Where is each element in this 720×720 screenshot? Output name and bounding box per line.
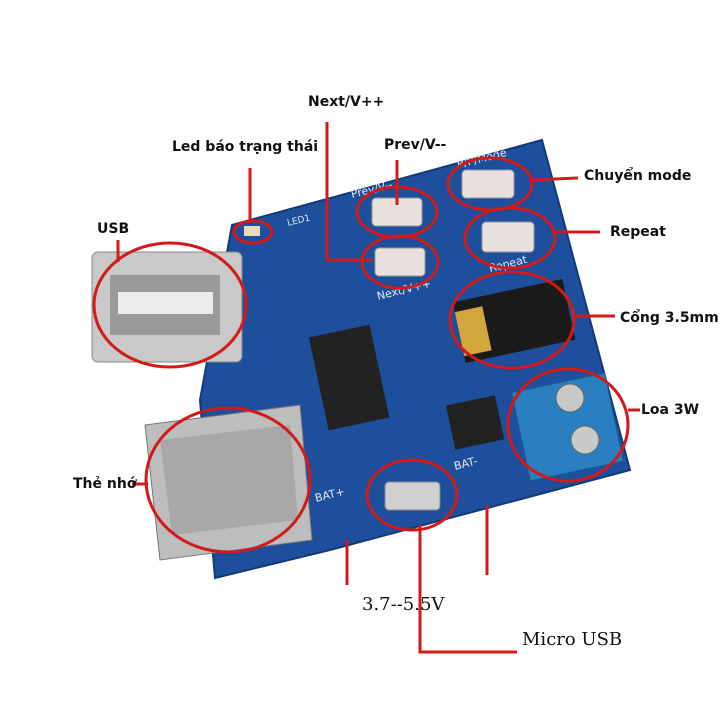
- label-mode: Chuyển mode: [584, 168, 692, 184]
- microusb-highlight: [365, 458, 459, 532]
- silk-bat-minus: BAT-: [453, 455, 479, 473]
- usb-highlight: [92, 241, 248, 369]
- label-next: Next/V++: [308, 94, 385, 110]
- micro-usb-port: [384, 481, 441, 511]
- label-usb: USB: [97, 221, 130, 237]
- label-prev: Prev/V--: [384, 137, 447, 153]
- sdcard-highlight: [144, 406, 312, 554]
- label-led: Led báo trạng thái: [172, 139, 319, 155]
- label-microusb: Micro USB: [522, 629, 623, 650]
- jack-highlight: [448, 270, 576, 370]
- label-repeat: Repeat: [610, 224, 666, 240]
- amp-chip: [445, 395, 505, 450]
- screw-terminal: [511, 372, 624, 482]
- next-highlight: [360, 234, 440, 290]
- led-highlight: [232, 219, 274, 245]
- sd-card-slot: [144, 404, 313, 561]
- label-speaker: Loa 3W: [641, 402, 700, 418]
- annotations: [92, 122, 640, 654]
- repeat-highlight: [463, 206, 557, 270]
- label-sdcard: Thẻ nhớ: [73, 476, 137, 492]
- speaker-highlight: [506, 367, 630, 483]
- label-voltage: 3.7--5.5V: [362, 594, 445, 615]
- ic-chip: [308, 324, 390, 431]
- label-jack: Cổng 3.5mm: [620, 310, 719, 326]
- buttons: [371, 169, 535, 277]
- usb-port: [91, 251, 243, 363]
- status-led: [244, 226, 260, 236]
